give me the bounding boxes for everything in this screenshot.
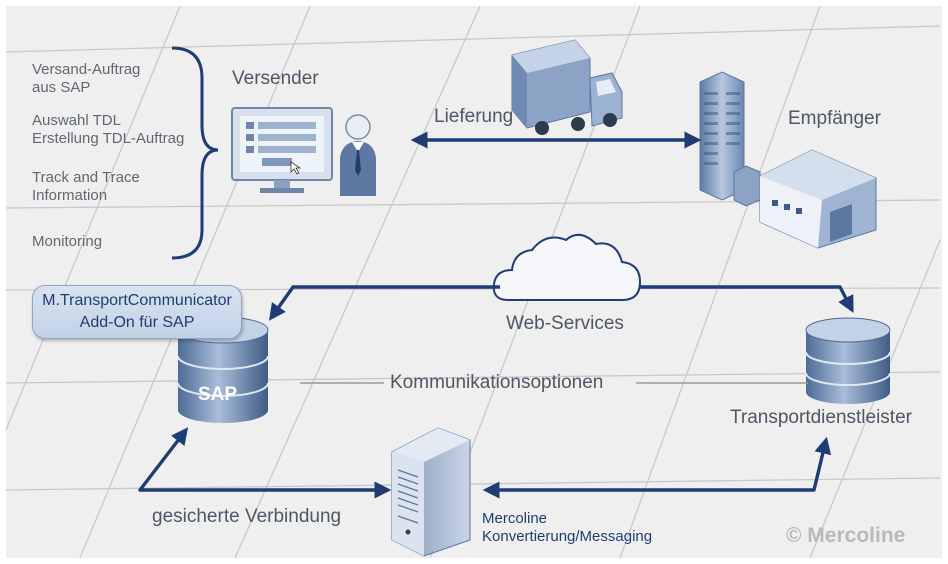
web-services-label: Web-Services (506, 313, 624, 334)
list-item-tracking-line2: Information (32, 187, 108, 204)
addon-label-line1: M.TransportCommunicator (42, 292, 232, 309)
list-item-tracking-line1: Track and Trace (32, 169, 140, 186)
person-icon (340, 114, 376, 196)
communication-options-label: Kommunikationsoptionen (390, 372, 604, 393)
list-item-monitoring: Monitoring (32, 233, 103, 250)
bracket-icon (171, 46, 219, 260)
web-services-arrow (269, 285, 500, 321)
cloud-icon (492, 233, 642, 301)
carrier-label: Transportdienstleister (730, 407, 912, 428)
warehouse-icon (759, 149, 877, 249)
sender-label: Versender (232, 68, 319, 89)
copyright-watermark: © Mercoline (786, 524, 906, 547)
converter-label-line2: Konvertierung/Messaging (482, 528, 653, 545)
monitor-icon (231, 107, 333, 193)
list-item-order-line2: aus SAP (32, 79, 91, 96)
server-icon (391, 427, 471, 557)
delivery-label: Lieferung (434, 106, 514, 127)
converter-label-line1: Mercoline (482, 510, 548, 527)
secure-connection-label: gesicherte Verbindung (152, 506, 342, 527)
carrier-database-icon (805, 317, 891, 404)
web-services-arrow-right (640, 285, 854, 314)
secure-connection-arrow (138, 427, 392, 499)
sap-label: SAP (198, 384, 238, 405)
receiver-label: Empfänger (788, 108, 881, 129)
addon-label-line2: Add-On für SAP (79, 314, 195, 331)
truck-icon (511, 39, 623, 135)
perspective-grid (5, 5, 941, 559)
carrier-connection-arrow (482, 436, 832, 499)
list-item-selection-line2: Erstellung TDL-Auftrag (32, 130, 185, 147)
list-item-order-line1: Versand-Auftrag (32, 61, 141, 78)
addon-badge: M.TransportCommunicator Add-On für SAP (32, 285, 242, 339)
office-building-icon (699, 71, 761, 207)
list-item-selection-line1: Auswahl TDL (32, 112, 121, 129)
